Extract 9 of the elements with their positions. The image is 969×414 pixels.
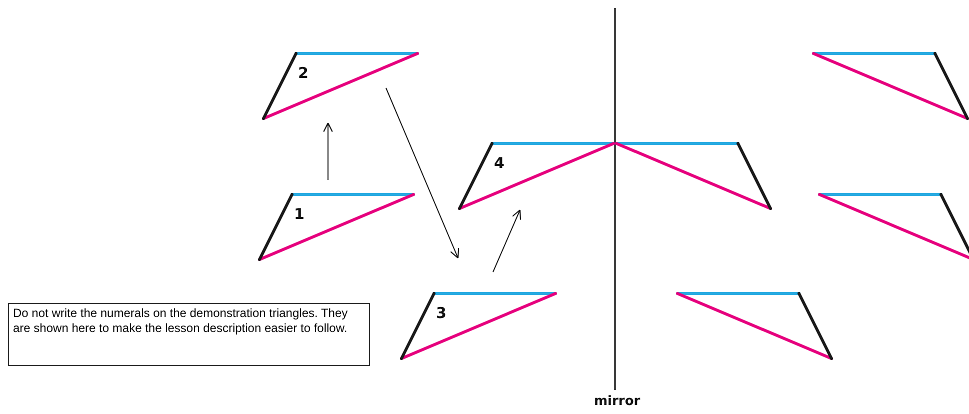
arrow	[386, 88, 460, 259]
arrow	[322, 122, 334, 180]
triangle-number: 1	[294, 207, 304, 222]
arrow	[492, 209, 522, 272]
triangle-number: 2	[298, 66, 308, 81]
triangle-number: 4	[494, 156, 504, 171]
mirror-label: mirror	[594, 394, 640, 409]
triangle-number: 3	[436, 306, 446, 321]
note-box: Do not write the numerals on the demonstration triangles. They are shown here to make the lesson description easier to follow.	[8, 303, 370, 366]
